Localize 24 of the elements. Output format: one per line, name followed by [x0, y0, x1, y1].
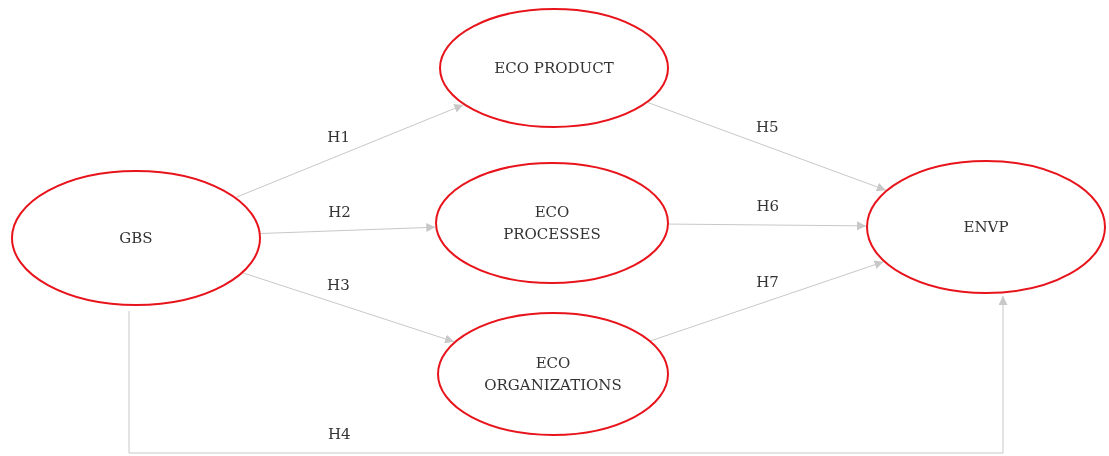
- ellipse-node: [866, 160, 1106, 294]
- edge-label: H7: [756, 273, 779, 292]
- node-label: ECO PROCESSES: [502, 202, 602, 245]
- arrow: [128, 295, 1008, 454]
- arrow: [647, 102, 887, 192]
- edge-label: H3: [327, 275, 350, 294]
- ellipse-node: [11, 170, 261, 306]
- arrow: [260, 223, 436, 234]
- edge-label: H6: [756, 197, 780, 215]
- edge-label: H5: [755, 118, 779, 137]
- edge-label: H1: [327, 127, 350, 146]
- arrow: [242, 272, 455, 344]
- node-label: ECO PRODUCT: [493, 58, 615, 79]
- node-label: ECO ORGANIZATIONS: [483, 353, 623, 396]
- ellipse-node: [435, 162, 669, 284]
- ellipse-node: [439, 8, 669, 128]
- node-label: GBS: [118, 228, 154, 249]
- ellipse-node: [437, 312, 669, 436]
- arrow: [650, 260, 884, 342]
- node-label: ENVP: [962, 217, 1010, 238]
- edge-label: H4: [327, 425, 351, 443]
- edge-label: H2: [328, 202, 351, 221]
- arrow: [235, 104, 464, 198]
- arrow: [668, 221, 867, 231]
